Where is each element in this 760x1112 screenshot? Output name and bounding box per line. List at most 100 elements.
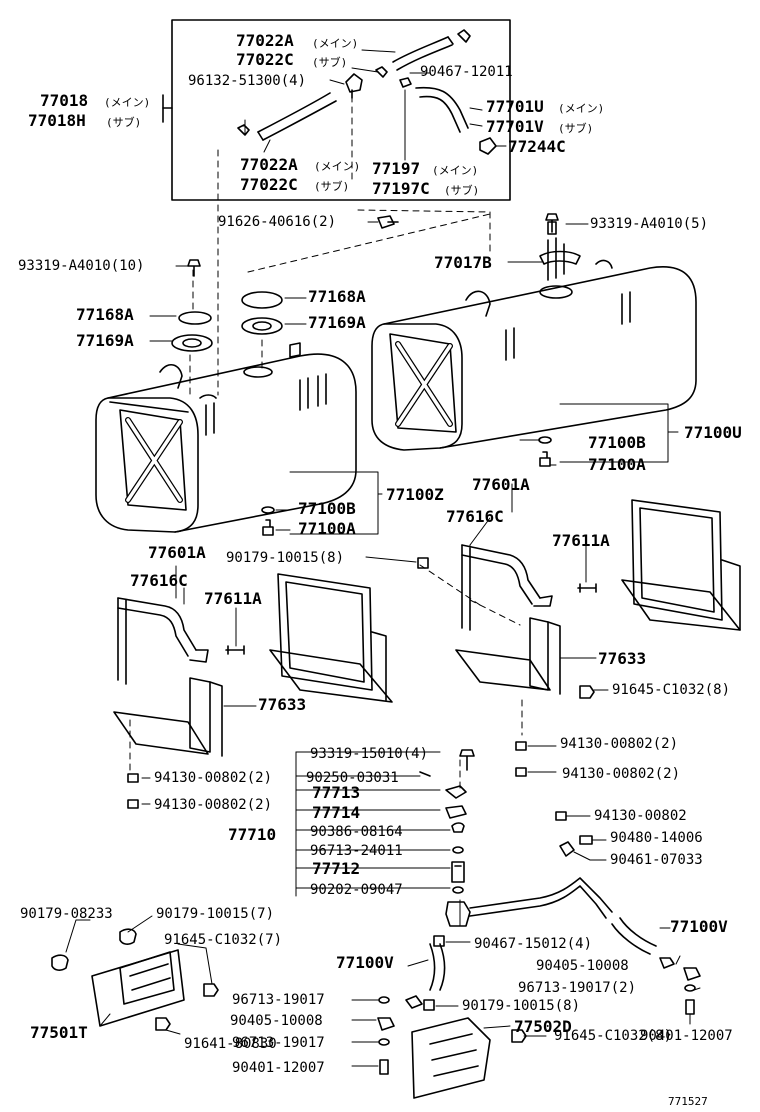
label-77169a-right: 77169A [308,313,366,332]
gasket-77168a-left [178,311,212,325]
label-77100a-left: 77100A [298,519,356,538]
clip-left [237,124,250,136]
label-77714: 77714 [312,803,361,822]
bolt-77611a-left [225,645,245,655]
nut-94130-l2 [127,799,139,809]
detail-box [171,19,511,201]
label-91645-7: 91645-C1032(7) [164,932,283,948]
nut-90179-08233 [51,954,69,971]
union-90405-l [377,1017,395,1031]
note-77018: (メイン) [104,96,151,109]
bracket-77710 [295,751,451,897]
screw-90250 [419,771,431,777]
gasket-90202 [452,886,464,894]
label-93319-15010: 93319-15010(4) [310,746,429,762]
hose-77100v-right [611,917,657,955]
label-94130-l1: 94130-00802(2) [154,770,273,786]
fitting-right [683,967,701,981]
bracket-77501t [91,949,185,1027]
clip-middle [375,66,388,78]
note-77022a-bot: (メイン) [314,160,361,173]
label-96713-19017-2: 96713-19017(2) [518,980,637,996]
nut-90179-10015-8b [423,999,435,1011]
label-77501t: 77501T [30,1023,88,1042]
tank-band-left [117,597,209,685]
ring-77169a-right-hole [252,321,272,331]
label-96132: 96132-51300(4) [188,73,307,89]
bolt-90461 [559,841,575,857]
bolt-93319-5 [545,213,559,233]
label-96713-24011: 96713-24011 [310,843,403,859]
bolt-90480 [579,835,593,845]
gasket-96713-19017-a [378,996,390,1004]
filter-leaders [445,815,607,943]
label-93319-10: 93319-A4010(10) [18,258,145,274]
hose-77701 [415,86,469,133]
fitting-90467 [399,77,412,88]
gasket-77168a-right [241,291,283,309]
label-90401-right: 90401-12007 [640,1028,733,1044]
ring-77169a-left [171,334,213,352]
label-77100b-right: 77100B [588,433,646,452]
label-96713-19017-b: 96713-19017 [232,1035,325,1051]
label-90202: 90202-09047 [310,882,403,898]
clamp-90467-15012 [433,935,445,947]
label-77022c-top: 77022C [236,50,294,69]
gasket-96713-19017-2 [684,984,696,992]
filter-housing [445,877,613,927]
label-90405-right: 90405-10008 [536,958,629,974]
bolt-91645-8a [579,685,595,699]
clip-bottom [405,995,423,1009]
ring-77169a-right [241,317,283,335]
bolt-93319-15010 [459,749,475,771]
label-90401-left: 90401-12007 [232,1060,325,1076]
label-77616c-left: 77616C [130,571,188,590]
label-77244c: 77244C [508,137,566,156]
label-90405-left: 90405-10008 [230,1013,323,1029]
bracket-77100u [559,403,679,463]
drain-plug-left [261,506,275,536]
bolt-93319-10 [187,259,201,277]
label-77712: 77712 [312,859,361,878]
label-77611a-left: 77611A [204,589,262,608]
label-77022c-bot: 77022C [240,175,298,194]
note-77022c-top: (サブ) [312,56,348,69]
nut-94130-00802 [555,811,567,821]
hose-77100v-left [429,943,446,991]
label-94130-r2: 94130-00802(2) [562,766,681,782]
bracket-77502d [411,1017,491,1099]
label-90386: 90386-08164 [310,824,403,840]
ring-77169a-left-hole [182,338,202,348]
label-94130-00802: 94130-00802 [594,808,687,824]
label-77100z: 77100Z [386,485,444,504]
label-77100u: 77100U [684,423,742,442]
breather-hose-lower [257,92,337,141]
gasket-96713-19017-b [378,1038,390,1046]
clip-upper [457,29,471,43]
label-90467-12011: 90467-12011 [420,64,513,80]
bolt-90401-l [379,1059,389,1075]
fuel-tank-left [95,342,357,533]
tank-support-right [455,617,561,695]
box-leaders [244,49,507,161]
label-77169a-left: 77169A [76,331,134,350]
label-77168a-left: 77168A [76,305,134,324]
label-91645-8b: 91645-C1032(8) [554,1028,673,1044]
drawing-number: 771527 [668,1095,708,1108]
label-90179-08233: 90179-08233 [20,906,113,922]
union-90405-r [659,957,675,969]
frame-bracket-middle [269,573,393,703]
frame-bracket-right [621,499,741,631]
gasket-96713-24011 [452,846,464,854]
tank-support-left [113,677,223,757]
bolt-91645-7 [203,983,219,997]
bolt-90401-r [685,999,695,1015]
fuel-tank-right [371,259,697,451]
leader-lines [65,221,701,1067]
label-77022a-bot: 77022A [240,155,298,174]
label-77018: 77018 [40,91,89,110]
part-77714 [445,805,467,819]
vent-valve [345,73,363,99]
